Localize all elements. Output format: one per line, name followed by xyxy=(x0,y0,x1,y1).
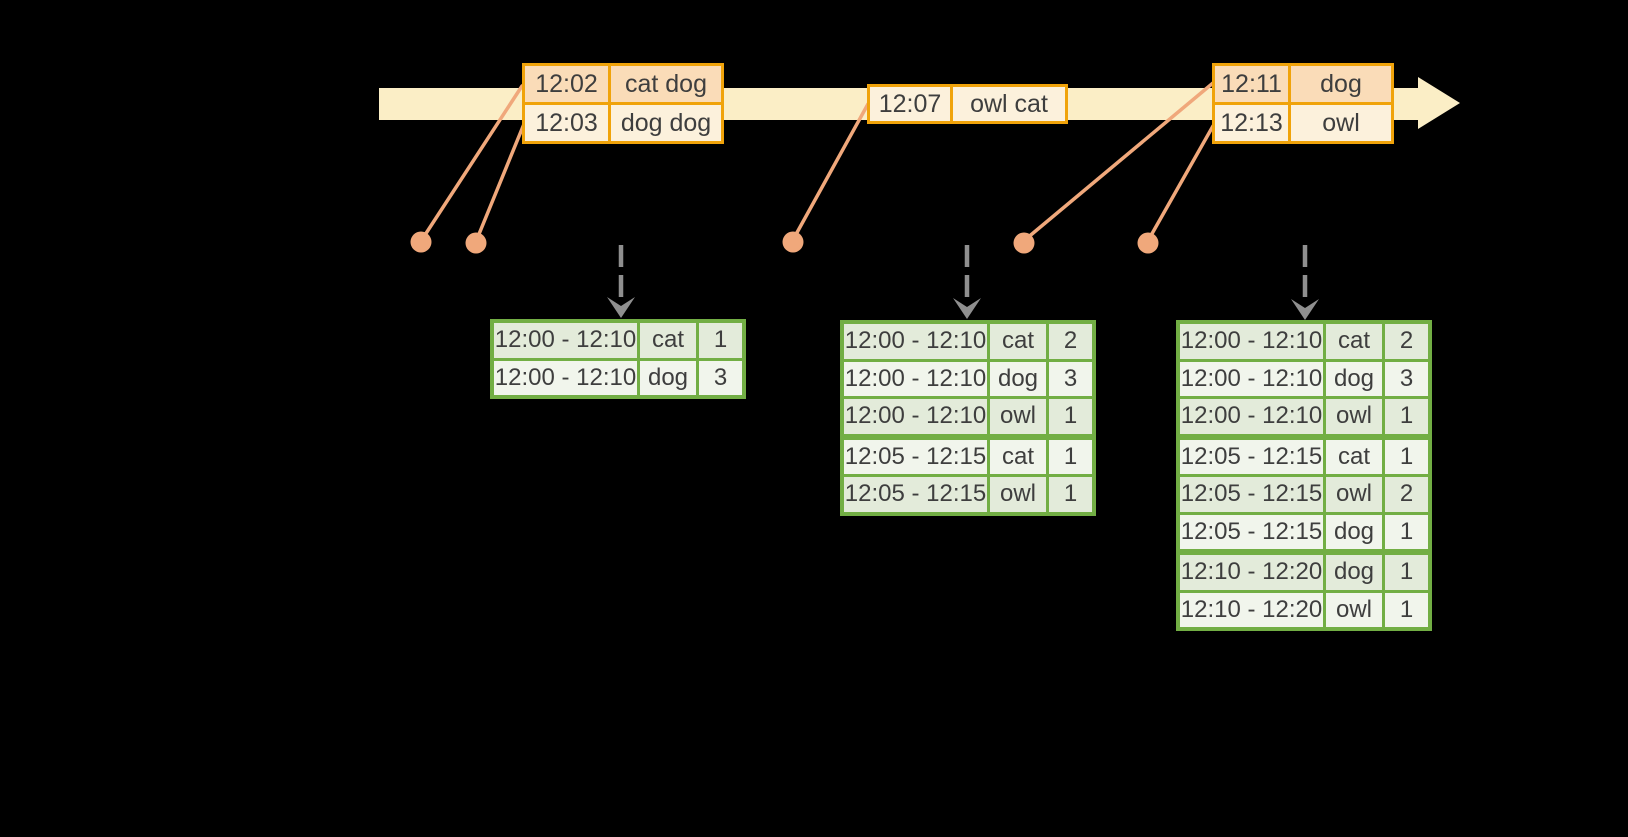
trigger-arrows xyxy=(607,245,1319,320)
word-cell: dog xyxy=(990,361,1046,396)
word-cell: owl xyxy=(1326,477,1382,512)
event-time: 12:13 xyxy=(1215,105,1288,141)
result-table-1: 12:00 - 12:10 cat 1 12:00 - 12:10 dog 3 xyxy=(490,319,746,399)
table-row: 12:10 - 12:20 owl 1 xyxy=(1180,592,1428,627)
count-cell: 1 xyxy=(1049,439,1092,474)
count-cell: 1 xyxy=(1385,399,1428,434)
event-row: 12:07 owl cat xyxy=(870,87,1065,121)
event-words: owl xyxy=(1291,105,1391,141)
table-row: 12:00 - 12:10 dog 3 xyxy=(1180,361,1428,396)
table-row: 12:05 - 12:15 cat 1 xyxy=(844,439,1092,474)
event-words: cat dog xyxy=(611,66,721,102)
window-cell: 12:10 - 12:20 xyxy=(1180,592,1323,627)
word-cell: cat xyxy=(1326,439,1382,474)
window-cell: 12:00 - 12:10 xyxy=(1180,361,1323,396)
table-row: 12:00 - 12:10 cat 1 xyxy=(494,323,742,358)
word-cell: cat xyxy=(990,324,1046,359)
result-table-3: 12:00 - 12:10 cat 2 12:00 - 12:10 dog 3 … xyxy=(1176,320,1432,631)
word-cell: owl xyxy=(1326,592,1382,627)
word-cell: cat xyxy=(640,323,696,358)
event-words: dog xyxy=(1291,66,1391,102)
window-cell: 12:10 - 12:20 xyxy=(1180,555,1323,590)
count-cell: 2 xyxy=(1049,324,1092,359)
window-cell: 12:00 - 12:10 xyxy=(844,361,987,396)
word-cell: cat xyxy=(990,439,1046,474)
count-cell: 2 xyxy=(1385,477,1428,512)
table-row: 12:00 - 12:10 dog 3 xyxy=(844,361,1092,396)
window-cell: 12:05 - 12:15 xyxy=(1180,477,1323,512)
event-connector-lines xyxy=(421,81,1215,241)
event-connector-line xyxy=(1147,124,1215,241)
word-cell: dog xyxy=(1326,555,1382,590)
word-cell: owl xyxy=(990,399,1046,434)
count-cell: 1 xyxy=(699,323,742,358)
event-box-1211: 12:11 dog 12:13 owl xyxy=(1212,63,1394,144)
result-table-2: 12:00 - 12:10 cat 2 12:00 - 12:10 dog 3 … xyxy=(840,320,1096,516)
event-dot xyxy=(1013,232,1035,254)
window-cell: 12:05 - 12:15 xyxy=(1180,514,1323,549)
event-dot xyxy=(465,232,487,254)
event-box-1202: 12:02 cat dog 12:03 dog dog xyxy=(522,63,724,144)
window-cell: 12:00 - 12:10 xyxy=(494,323,637,358)
event-box-1207: 12:07 owl cat xyxy=(867,84,1068,124)
event-dot xyxy=(410,231,432,253)
count-cell: 3 xyxy=(1049,361,1092,396)
table-row: 12:05 - 12:15 owl 1 xyxy=(844,477,1092,512)
count-cell: 3 xyxy=(1385,361,1428,396)
table-row: 12:05 - 12:15 dog 1 xyxy=(1180,514,1428,549)
count-cell: 1 xyxy=(1385,439,1428,474)
trigger-down-arrow-icon xyxy=(607,245,635,318)
event-words: dog dog xyxy=(611,105,721,141)
table-row: 12:00 - 12:10 cat 2 xyxy=(844,324,1092,359)
event-connector-line xyxy=(475,122,526,241)
count-cell: 1 xyxy=(1049,477,1092,512)
table-row: 12:05 - 12:15 cat 1 xyxy=(1180,439,1428,474)
table-row: 12:00 - 12:10 dog 3 xyxy=(494,360,742,395)
event-time: 12:07 xyxy=(870,87,950,121)
event-dot xyxy=(782,231,804,253)
window-cell: 12:00 - 12:10 xyxy=(494,360,637,395)
event-connector-line xyxy=(421,84,524,240)
count-cell: 3 xyxy=(699,360,742,395)
event-connector-line xyxy=(792,102,870,240)
window-cell: 12:00 - 12:10 xyxy=(1180,324,1323,359)
event-row: 12:13 owl xyxy=(1215,105,1391,141)
event-time: 12:03 xyxy=(525,105,608,141)
window-cell: 12:00 - 12:10 xyxy=(844,324,987,359)
window-cell: 12:05 - 12:15 xyxy=(1180,439,1323,474)
event-row: 12:11 dog xyxy=(1215,66,1391,102)
event-time: 12:02 xyxy=(525,66,608,102)
event-connector-line xyxy=(1024,81,1215,241)
count-cell: 1 xyxy=(1385,555,1428,590)
event-dot xyxy=(1137,232,1159,254)
word-cell: dog xyxy=(1326,361,1382,396)
word-cell: owl xyxy=(1326,399,1382,434)
window-cell: 12:00 - 12:10 xyxy=(1180,399,1323,434)
count-cell: 2 xyxy=(1385,324,1428,359)
word-cell: dog xyxy=(1326,514,1382,549)
window-cell: 12:00 - 12:10 xyxy=(844,399,987,434)
trigger-down-arrow-icon xyxy=(1291,245,1319,320)
window-cell: 12:05 - 12:15 xyxy=(844,439,987,474)
count-cell: 1 xyxy=(1385,592,1428,627)
word-cell: dog xyxy=(640,360,696,395)
count-cell: 1 xyxy=(1049,399,1092,434)
table-row: 12:00 - 12:10 owl 1 xyxy=(1180,399,1428,434)
table-row: 12:00 - 12:10 cat 2 xyxy=(1180,324,1428,359)
table-row: 12:05 - 12:15 owl 2 xyxy=(1180,477,1428,512)
word-cell: owl xyxy=(990,477,1046,512)
event-row: 12:03 dog dog xyxy=(525,105,721,141)
window-cell: 12:05 - 12:15 xyxy=(844,477,987,512)
trigger-down-arrow-icon xyxy=(953,245,981,319)
table-row: 12:10 - 12:20 dog 1 xyxy=(1180,555,1428,590)
event-row: 12:02 cat dog xyxy=(525,66,721,102)
table-row: 12:00 - 12:10 owl 1 xyxy=(844,399,1092,434)
event-time: 12:11 xyxy=(1215,66,1288,102)
event-words: owl cat xyxy=(953,87,1065,121)
event-dots xyxy=(410,231,1159,254)
word-cell: cat xyxy=(1326,324,1382,359)
count-cell: 1 xyxy=(1385,514,1428,549)
